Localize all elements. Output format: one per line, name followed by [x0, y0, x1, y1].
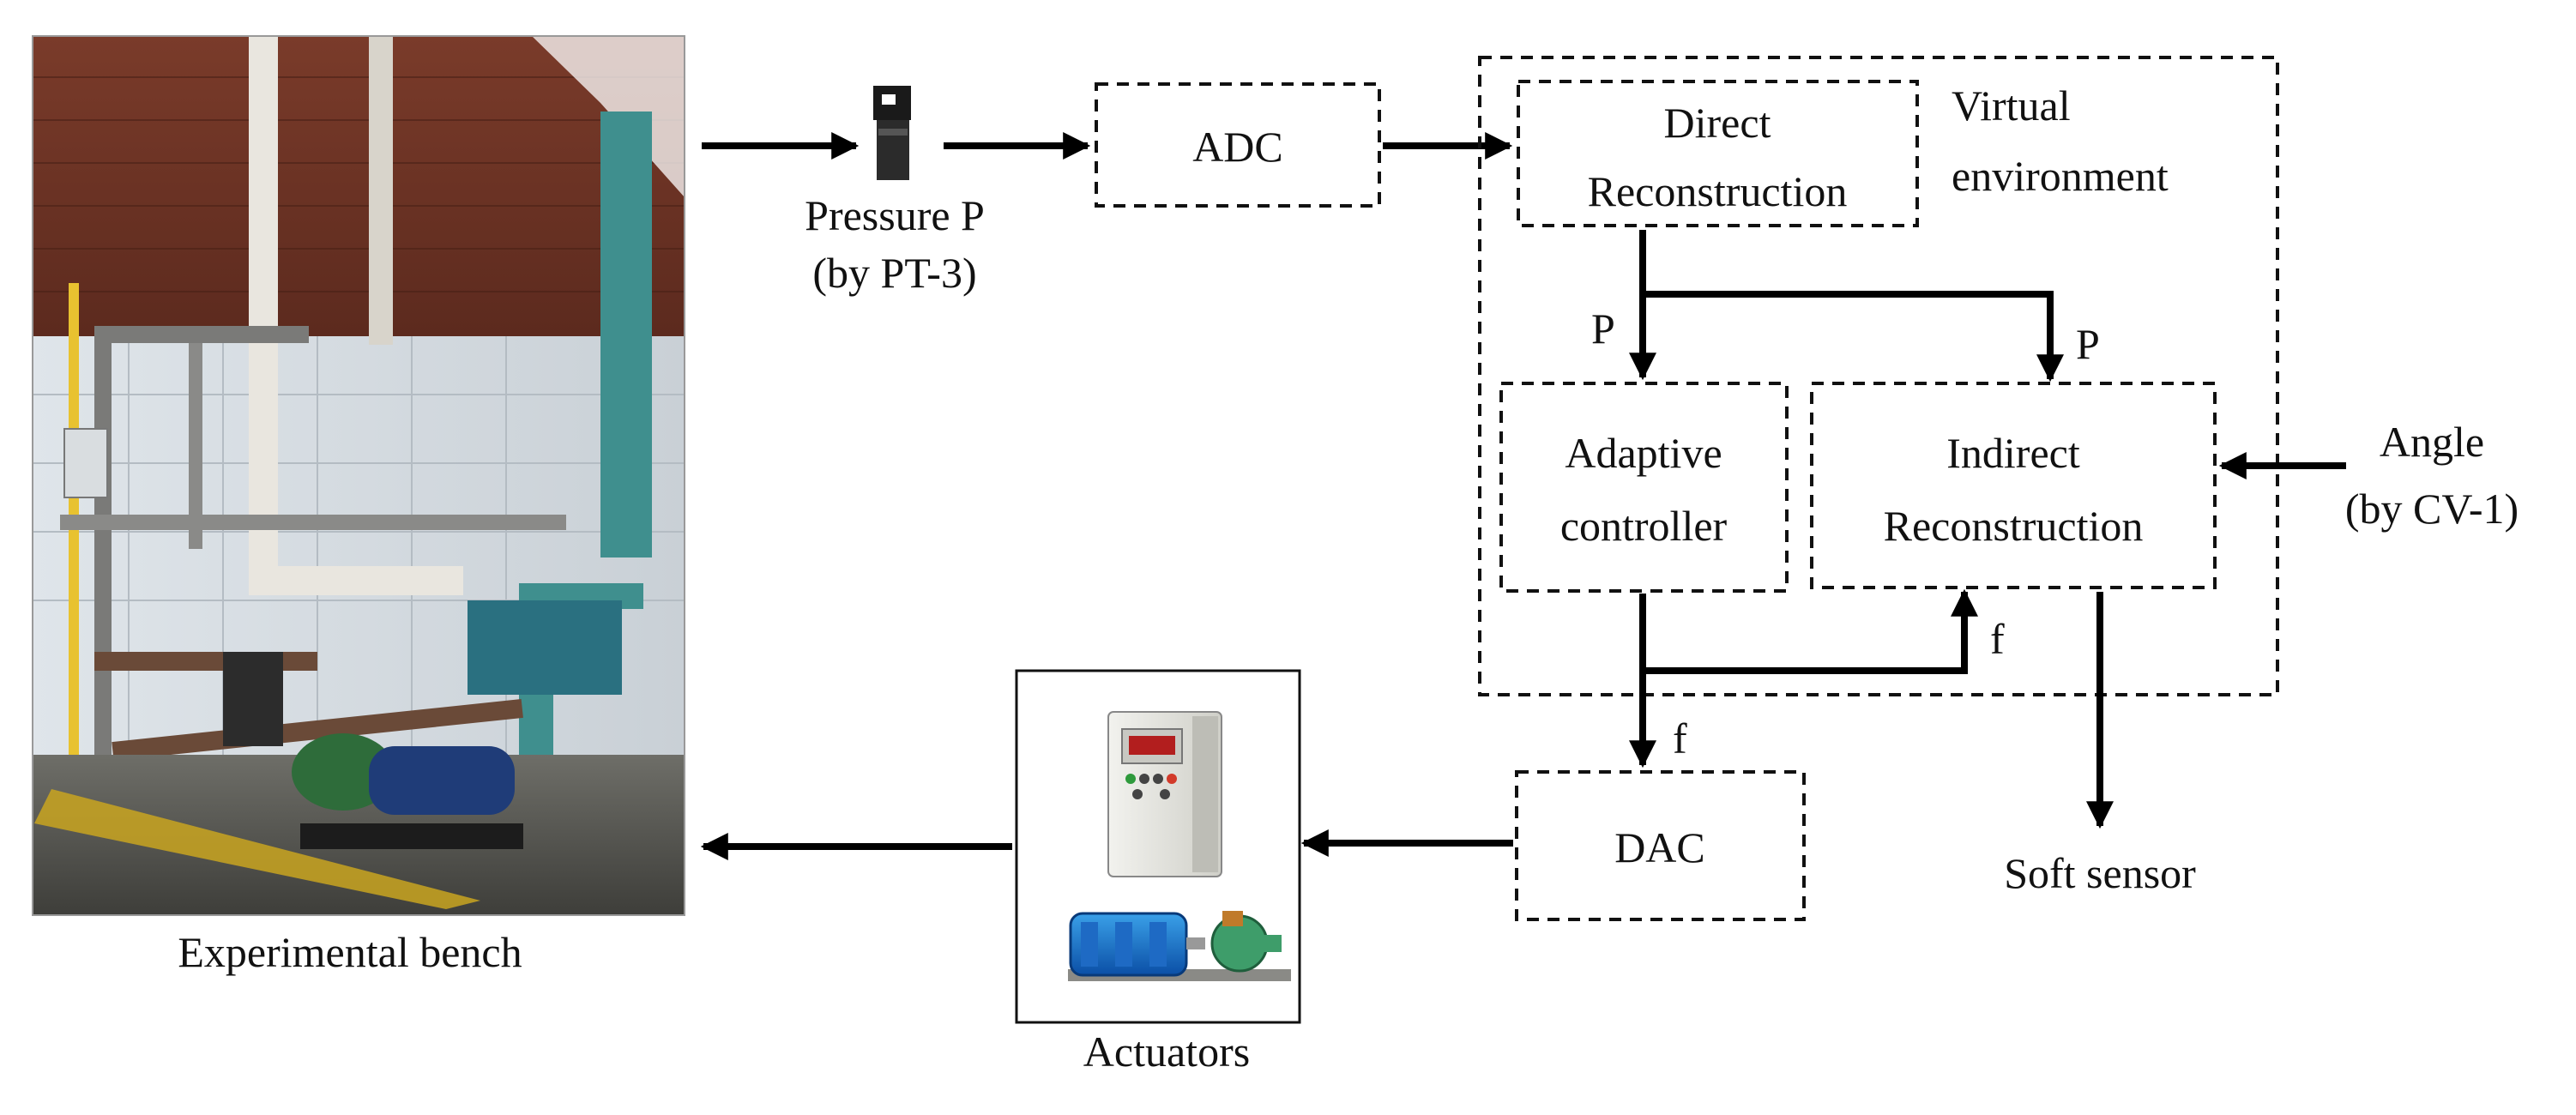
- direct-label-line2: Reconstruction: [1588, 167, 1848, 215]
- angle-label-line2: (by CV-1): [2345, 485, 2519, 533]
- experimental-bench-caption: Experimental bench: [178, 928, 522, 976]
- indirect-reconstruction-block: [1810, 382, 2217, 589]
- indirect-label-line1: Indirect: [1946, 429, 2080, 477]
- adaptive-label-line1: Adaptive: [1565, 429, 1722, 477]
- indirect-label-line2: Reconstruction: [1884, 502, 2144, 550]
- direct-label-line1: Direct: [1664, 99, 1771, 147]
- virtual-env-label-line1: Virtual: [1952, 81, 2071, 130]
- pressure-sensor-icon: [873, 86, 911, 180]
- virtual-environment-block: [1478, 56, 2279, 696]
- direct-to-indirect-arrow: [1643, 291, 2064, 383]
- soft-sensor-label: Soft sensor: [2004, 849, 2196, 897]
- direct-reconstruction-block: [1517, 80, 1919, 227]
- f-signal-label-upper: f: [1990, 615, 2005, 663]
- dac-block: [1515, 770, 1806, 921]
- virtual-env-label-line2: environment: [1952, 152, 2169, 200]
- angle-label-line1: Angle: [2380, 418, 2484, 466]
- adc-block: [1095, 82, 1381, 208]
- adc-label: ADC: [1192, 123, 1283, 171]
- pressure-label-line1: Pressure P: [805, 191, 985, 239]
- p-signal-label-left: P: [1591, 304, 1615, 353]
- adaptive-label-line2: controller: [1560, 502, 1728, 550]
- experimental-bench-photo: [32, 35, 685, 916]
- f-signal-label-lower: f: [1673, 714, 1687, 762]
- motor-pump-icon: [1068, 911, 1291, 981]
- frequency-inverter-icon: [1107, 711, 1222, 877]
- f-to-indirect-arrow: [1643, 588, 1978, 674]
- p-signal-label-right: P: [2076, 320, 2100, 368]
- dac-label: DAC: [1614, 823, 1705, 871]
- pressure-label-line2: (by PT-3): [812, 249, 976, 297]
- actuators-caption: Actuators: [1083, 1028, 1250, 1076]
- adaptive-controller-block: [1499, 382, 1789, 593]
